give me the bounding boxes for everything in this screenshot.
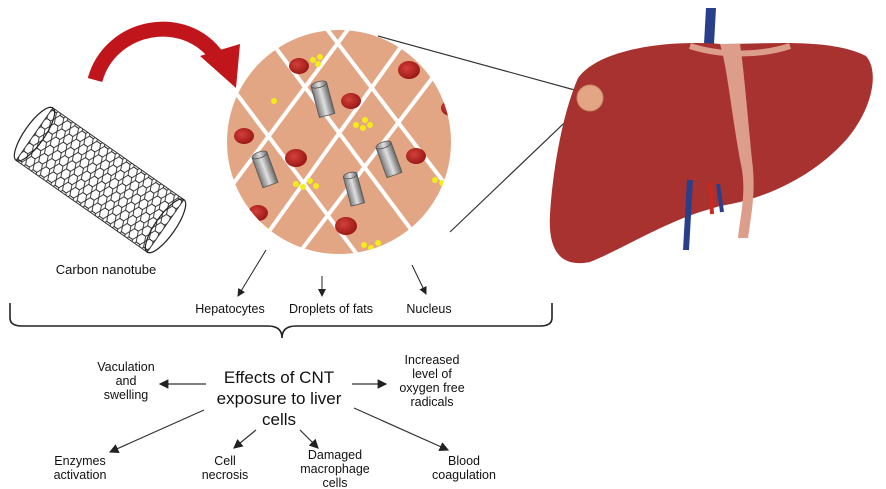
svg-text:Increased: Increased: [405, 353, 460, 367]
svg-text:cells: cells: [322, 476, 347, 489]
liver-icon: [549, 8, 873, 264]
droplets-label: Droplets of fats: [289, 302, 373, 316]
svg-text:radicals: radicals: [410, 395, 453, 409]
carbon-nanotube-icon: [13, 106, 187, 254]
nanotube-label: Carbon nanotube: [56, 262, 156, 277]
effect-vacuolation: Vaculation and swelling: [97, 360, 154, 402]
effect-enzymes: Enzymes activation: [54, 454, 107, 482]
zoom-line: [377, 35, 583, 93]
center-line-3: cells: [262, 410, 296, 429]
svg-text:Blood: Blood: [448, 454, 480, 468]
svg-text:Cell: Cell: [214, 454, 236, 468]
svg-text:and: and: [116, 374, 137, 388]
nucleus-label: Nucleus: [406, 302, 451, 316]
svg-text:Vaculation: Vaculation: [97, 360, 154, 374]
svg-text:activation: activation: [54, 468, 107, 482]
effect-necrosis: Cell necrosis: [202, 454, 249, 482]
svg-text:Enzymes: Enzymes: [54, 454, 105, 468]
zoom-line: [449, 105, 583, 233]
svg-text:Damaged: Damaged: [308, 448, 362, 462]
effect-macrophage: Damaged macrophage cells: [300, 448, 370, 489]
hepatocytes-label: Hepatocytes: [195, 302, 264, 316]
magnified-cell-icon: [227, 30, 451, 254]
center-line-2: exposure to liver: [217, 389, 342, 408]
svg-text:level of: level of: [412, 367, 452, 381]
svg-text:oxygen free: oxygen free: [399, 381, 464, 395]
svg-text:swelling: swelling: [104, 388, 149, 402]
svg-text:coagulation: coagulation: [432, 468, 496, 482]
svg-text:necrosis: necrosis: [202, 468, 249, 482]
svg-text:macrophage: macrophage: [300, 462, 370, 476]
effect-blood: Blood coagulation: [432, 454, 496, 482]
center-line-1: Effects of CNT: [224, 368, 334, 387]
effect-oxygen-radicals: Increased level of oxygen free radicals: [399, 353, 464, 409]
curved-arrow-icon: [87, 21, 240, 88]
brace: [9, 303, 553, 339]
